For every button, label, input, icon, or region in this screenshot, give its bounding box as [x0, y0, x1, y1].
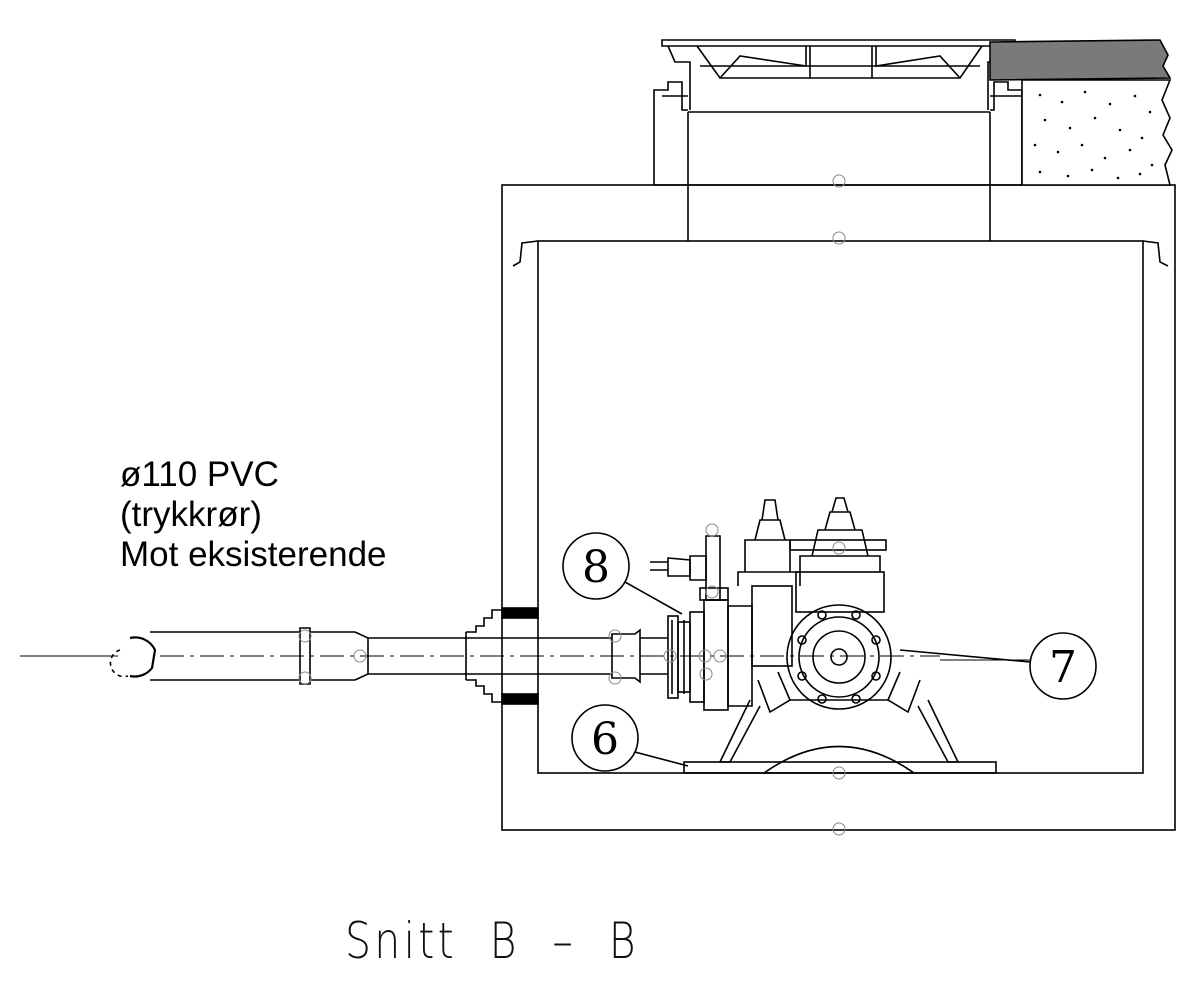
- valve-flange: [786, 604, 892, 710]
- callout-6: [571, 704, 689, 772]
- gravel-dots: [1033, 90, 1154, 180]
- base-plate: [683, 761, 997, 774]
- pipe-label-line-2: (trykkrør): [120, 495, 262, 534]
- pvc-pipe: [109, 627, 668, 685]
- pipe-label-line-3: Mot eksisterende: [120, 535, 387, 574]
- pipe-label-line-1: ø110 PVC: [120, 455, 279, 494]
- support-stand: [683, 671, 997, 774]
- base-saddle: [763, 745, 915, 774]
- wall-sleeve: [465, 607, 539, 705]
- inner-lip-left: [512, 240, 539, 267]
- gravel-layer: [1021, 79, 1173, 186]
- chamber-inner-wall: [537, 240, 1144, 774]
- callout-6-label: 6: [591, 714, 619, 765]
- callout-7: [899, 632, 1097, 700]
- inner-lip-right: [1142, 240, 1169, 267]
- callout-7-label: 7: [1049, 642, 1077, 693]
- callout-8: [562, 532, 683, 615]
- pipe-label: ø110 PVC (trykkrør) Mot eksisterende: [120, 455, 387, 575]
- paving-layer: [989, 39, 1172, 81]
- reference-markers: [298, 174, 846, 836]
- valve-assembly: [650, 497, 892, 711]
- section-title: Snitt B – B: [345, 912, 639, 970]
- pipe-open-end: [129, 636, 157, 678]
- ground-surface: [989, 39, 1173, 186]
- callout-8-label: 8: [582, 542, 610, 593]
- wall-seal-bottom: [501, 693, 539, 705]
- wall-seal-top: [501, 607, 539, 619]
